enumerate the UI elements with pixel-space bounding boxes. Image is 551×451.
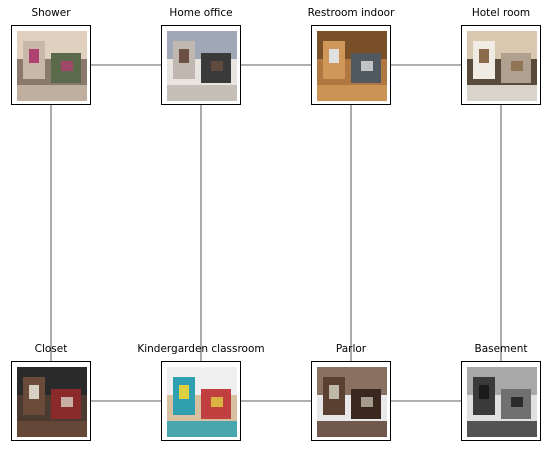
- node-label-basement: Basement: [474, 343, 528, 355]
- node-parlor: [311, 361, 391, 441]
- scene-thumbnail-kindergarden-classroom: [167, 367, 237, 437]
- node-restroom-indoor: [311, 25, 391, 105]
- node-closet: [11, 361, 91, 441]
- scene-thumbnail-basement: [467, 367, 537, 437]
- node-home-office: [161, 25, 241, 105]
- scene-thumbnail-parlor: [317, 367, 387, 437]
- node-hotel-room: [461, 25, 541, 105]
- node-kindergarden-classroom: [161, 361, 241, 441]
- node-shower: [11, 25, 91, 105]
- node-label-home-office: Home office: [169, 7, 233, 19]
- scene-thumbnail-home-office: [167, 31, 237, 101]
- scene-thumbnail-restroom-indoor: [317, 31, 387, 101]
- scene-thumbnail-closet: [17, 367, 87, 437]
- node-label-parlor: Parlor: [335, 343, 367, 355]
- node-label-restroom-indoor: Restroom indoor: [307, 7, 395, 19]
- node-label-hotel-room: Hotel room: [471, 7, 531, 19]
- node-label-closet: Closet: [34, 343, 68, 355]
- scene-thumbnail-hotel-room: [467, 31, 537, 101]
- node-label-kindergarden-classroom: Kindergarden classroom: [137, 343, 265, 355]
- node-label-shower: Shower: [31, 7, 71, 19]
- node-basement: [461, 361, 541, 441]
- scene-thumbnail-shower: [17, 31, 87, 101]
